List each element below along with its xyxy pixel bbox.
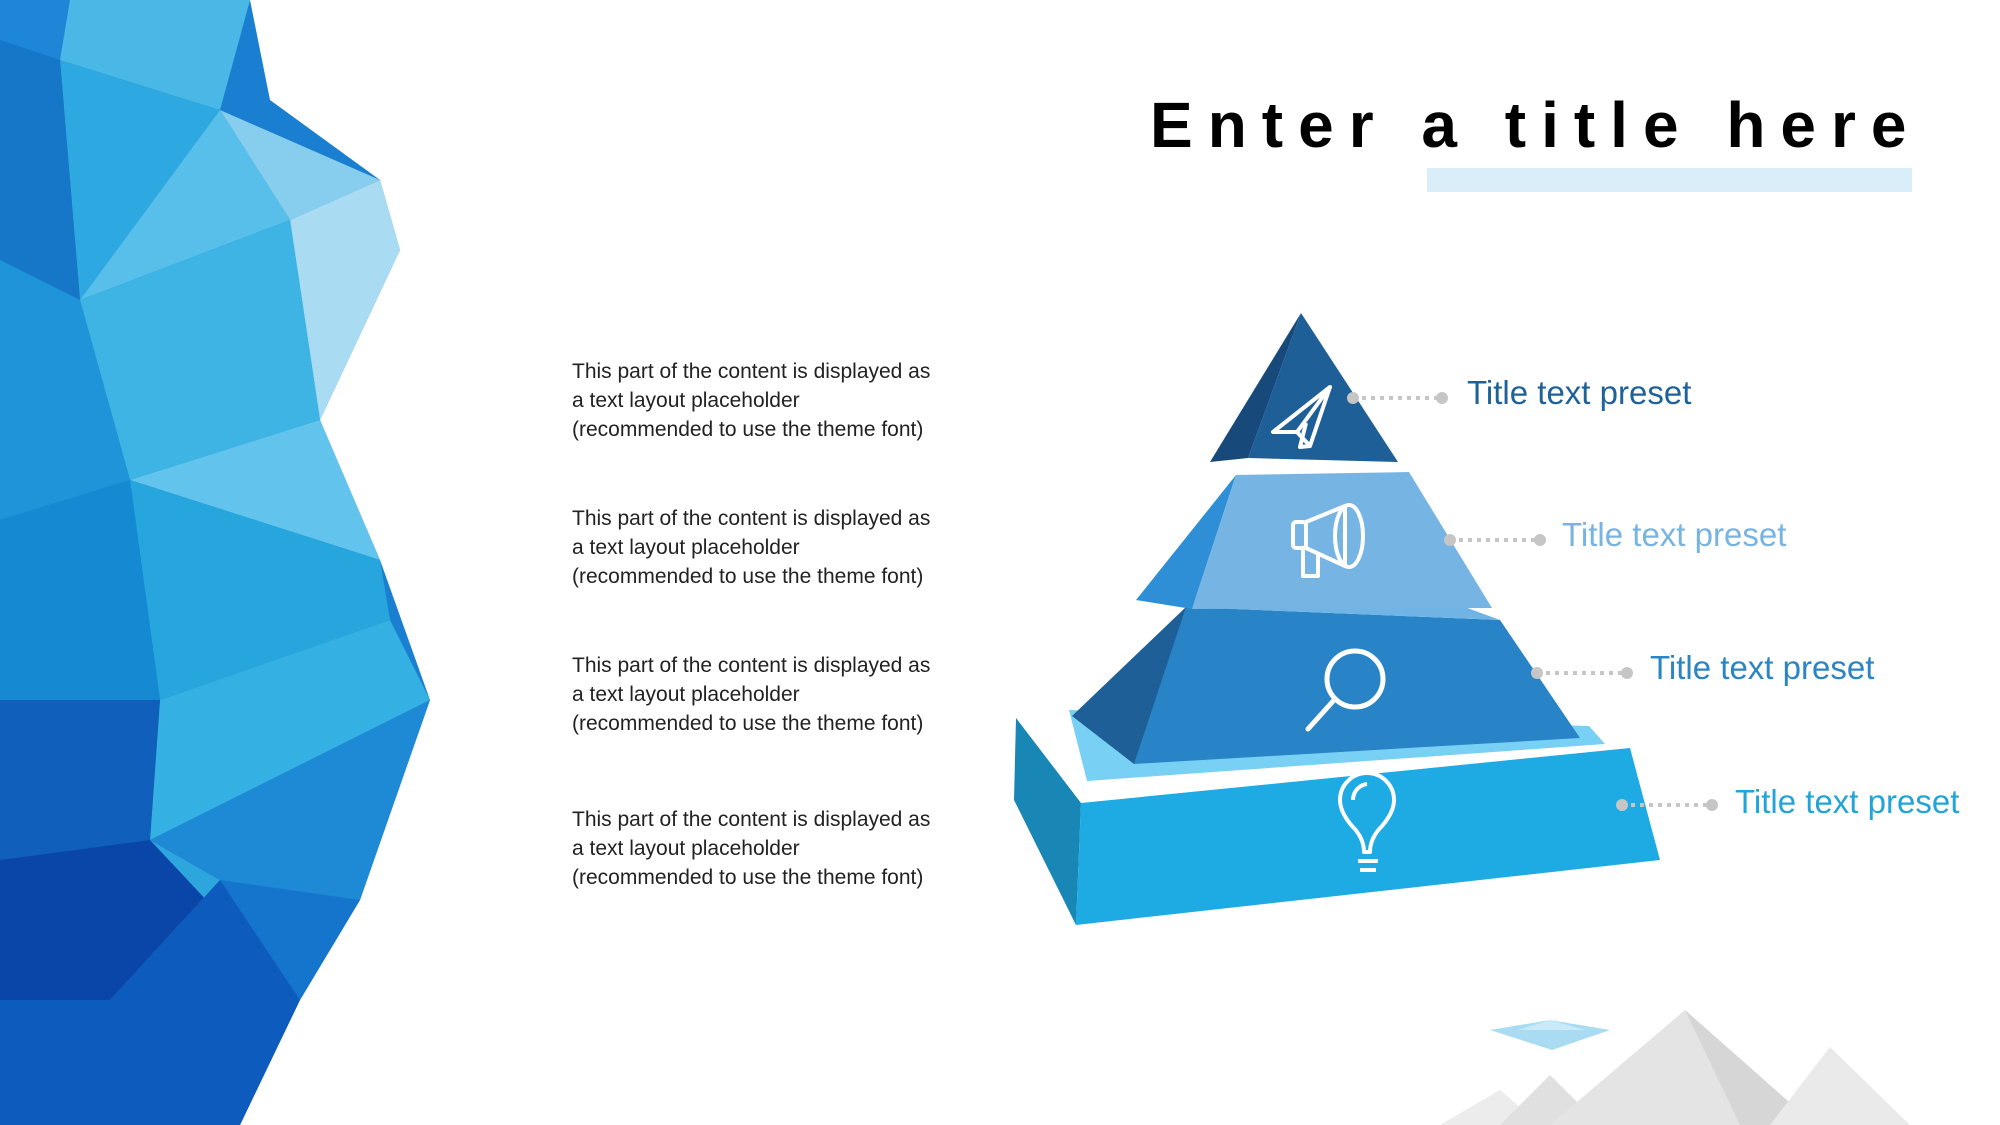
description-text-3: This part of the content is displayed as…: [572, 651, 992, 738]
description-line: a text layout placeholder: [572, 837, 800, 860]
megaphone-icon: [1291, 503, 1365, 578]
description-line: (recommended to use the theme font): [572, 712, 924, 735]
level-title-2: Title text preset: [1562, 516, 1787, 553]
magnifier-icon: [1305, 648, 1386, 732]
description-line: This part of the content is displayed as: [572, 360, 931, 383]
connector-2: [1444, 534, 1546, 546]
description-line: (recommended to use the theme font): [572, 418, 924, 441]
pyramid-level-1: [1210, 313, 1398, 462]
pyramid-level-2: [1136, 472, 1492, 609]
description-line: a text layout placeholder: [572, 389, 800, 412]
description-text-1: This part of the content is displayed as…: [572, 357, 992, 444]
connector-3: [1531, 667, 1633, 679]
description-line: a text layout placeholder: [572, 536, 800, 559]
level-title-1: Title text preset: [1467, 374, 1692, 411]
pyramid-level-3: [1072, 600, 1580, 764]
description-line: This part of the content is displayed as: [572, 654, 931, 677]
page-title: Enter a title here: [1150, 89, 1922, 161]
description-line: (recommended to use the theme font): [572, 866, 924, 889]
description-text-4: This part of the content is displayed as…: [572, 805, 992, 892]
connector-4: [1616, 799, 1718, 811]
level-title-4: Title text preset: [1735, 783, 1960, 820]
description-line: This part of the content is displayed as: [572, 507, 931, 530]
description-line: This part of the content is displayed as: [572, 808, 931, 831]
paper-plane-icon: [1271, 385, 1332, 449]
level-title-3: Title text preset: [1650, 649, 1875, 686]
description-text-2: This part of the content is displayed as…: [572, 504, 992, 591]
title-underline-bar: [1427, 168, 1912, 192]
description-line: a text layout placeholder: [572, 683, 800, 706]
connector-1: [1347, 392, 1448, 404]
lightbulb-icon: [1338, 771, 1396, 872]
mountain-decoration: [1440, 1010, 1910, 1125]
low-poly-background-decoration: [0, 0, 430, 1125]
description-line: (recommended to use the theme font): [572, 565, 924, 588]
